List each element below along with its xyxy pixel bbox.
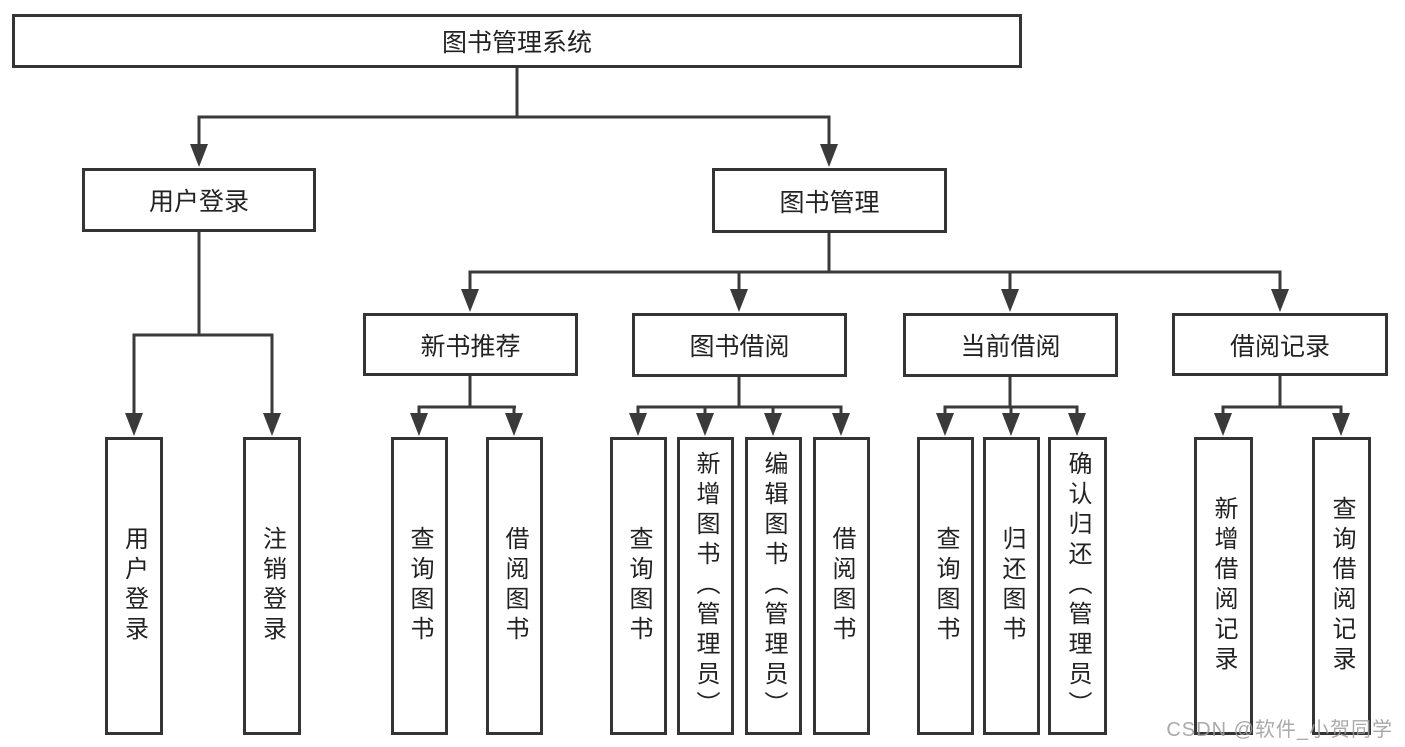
leaf-add-borrow-record: 新增借阅记录 [1194, 437, 1253, 735]
node-current-borrow: 当前借阅 [903, 313, 1118, 377]
edge-lines [132, 68, 1343, 417]
node-user-login: 用户登录 [82, 168, 316, 232]
node-borrow-records: 借阅记录 [1172, 313, 1388, 376]
node-library-management-system: 图书管理系统 [12, 14, 1022, 68]
leaf-query-books-recommend: 查询图书 [391, 437, 448, 735]
leaf-edit-book-admin: 编辑图书（管理员） [745, 437, 802, 735]
leaf-borrow-books-recommend: 借阅图书 [486, 437, 543, 735]
node-new-book-recommend: 新书推荐 [363, 313, 578, 376]
leaf-user-login: 用户登录 [105, 437, 163, 735]
leaf-query-borrow-record: 查询借阅记录 [1312, 437, 1371, 735]
leaf-logout: 注销登录 [243, 437, 301, 735]
leaf-borrow-books: 借阅图书 [813, 437, 870, 735]
leaf-add-book-admin: 新增图书（管理员） [677, 437, 734, 735]
leaf-return-book: 归还图书 [983, 437, 1040, 735]
csdn-watermark: CSDN @软件_小贺同学 [1166, 719, 1393, 741]
leaf-confirm-return-admin: 确认归还（管理员） [1048, 437, 1107, 735]
node-book-management: 图书管理 [712, 168, 947, 233]
node-book-borrow: 图书借阅 [632, 313, 847, 377]
arrowhead-icons [125, 144, 1350, 436]
leaf-query-books-borrow: 查询图书 [610, 437, 667, 735]
leaf-query-books-current: 查询图书 [917, 437, 974, 735]
